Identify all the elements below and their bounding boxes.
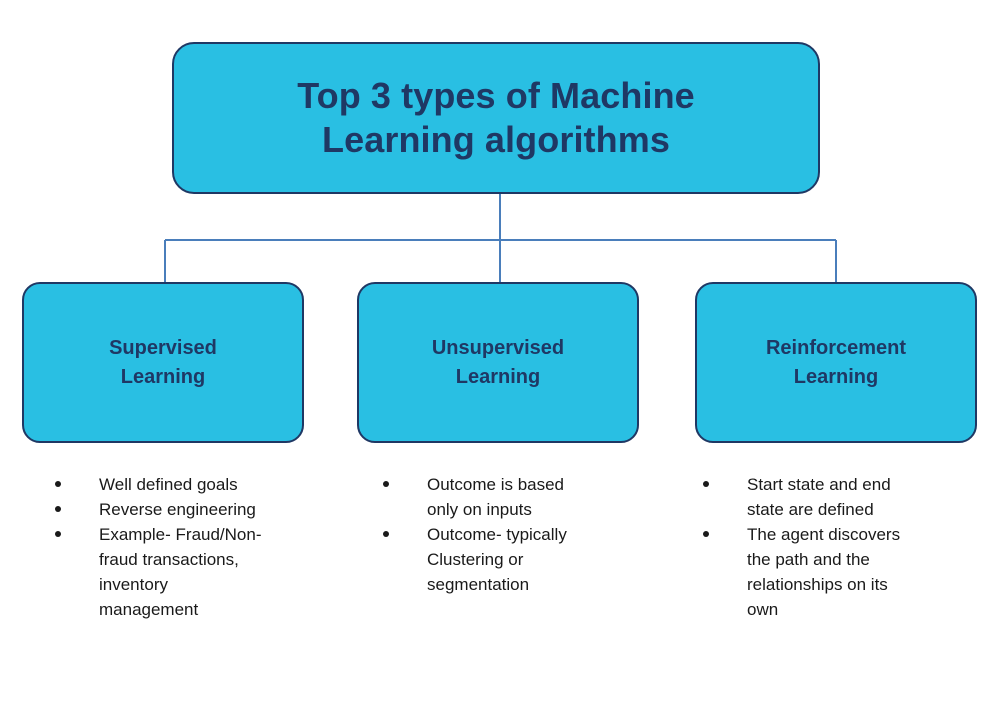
bullet-dot-icon: [55, 481, 61, 487]
node-unsupervised-learning-line1: Unsupervised: [431, 336, 565, 359]
bullet-dot-icon: [703, 531, 709, 537]
list-item-text: Outcome- typically Clustering or segment…: [427, 525, 567, 594]
list-item: Reverse engineering: [52, 497, 267, 522]
list-item-text: Reverse engineering: [99, 500, 256, 519]
list-item-text: Outcome is based only on inputs: [427, 475, 565, 519]
list-item-text: Example- Fraud/Non-fraud transactions, i…: [99, 525, 262, 619]
list-item-text: Well defined goals: [99, 475, 238, 494]
list-item-text: The agent discovers the path and the rel…: [747, 525, 901, 619]
bullet-dot-icon: [55, 531, 61, 537]
bullet-dot-icon: [383, 531, 389, 537]
node-root-label-line1: Top 3 types of Machine: [297, 75, 695, 117]
node-reinforcement-learning-line2: Learning: [793, 365, 879, 388]
bullet-dot-icon: [703, 481, 709, 487]
bullet-list-unsupervised-learning: Outcome is based only on inputs Outcome-…: [380, 472, 595, 597]
list-item: The agent discovers the path and the rel…: [700, 522, 915, 622]
list-item: Example- Fraud/Non-fraud transactions, i…: [52, 522, 267, 622]
bullet-dot-icon: [55, 506, 61, 512]
list-item: Well defined goals: [52, 472, 267, 497]
bullet-dot-icon: [383, 481, 389, 487]
list-item: Start state and end state are defined: [700, 472, 915, 522]
list-item: Outcome is based only on inputs: [380, 472, 595, 522]
node-supervised-learning-line2: Learning: [120, 365, 206, 388]
bullet-list-reinforcement-learning: Start state and end state are defined Th…: [700, 472, 915, 622]
node-supervised-learning-line1: Supervised: [109, 336, 217, 359]
node-reinforcement-learning-line1: Reinforcement: [765, 336, 907, 359]
list-item-text: Start state and end state are defined: [747, 475, 891, 519]
node-root-label-line2: Learning algorithms: [322, 119, 670, 160]
list-item: Outcome- typically Clustering or segment…: [380, 522, 595, 597]
node-unsupervised-learning-line2: Learning: [455, 365, 541, 388]
bullet-list-supervised-learning: Well defined goals Reverse engineering E…: [52, 472, 267, 622]
